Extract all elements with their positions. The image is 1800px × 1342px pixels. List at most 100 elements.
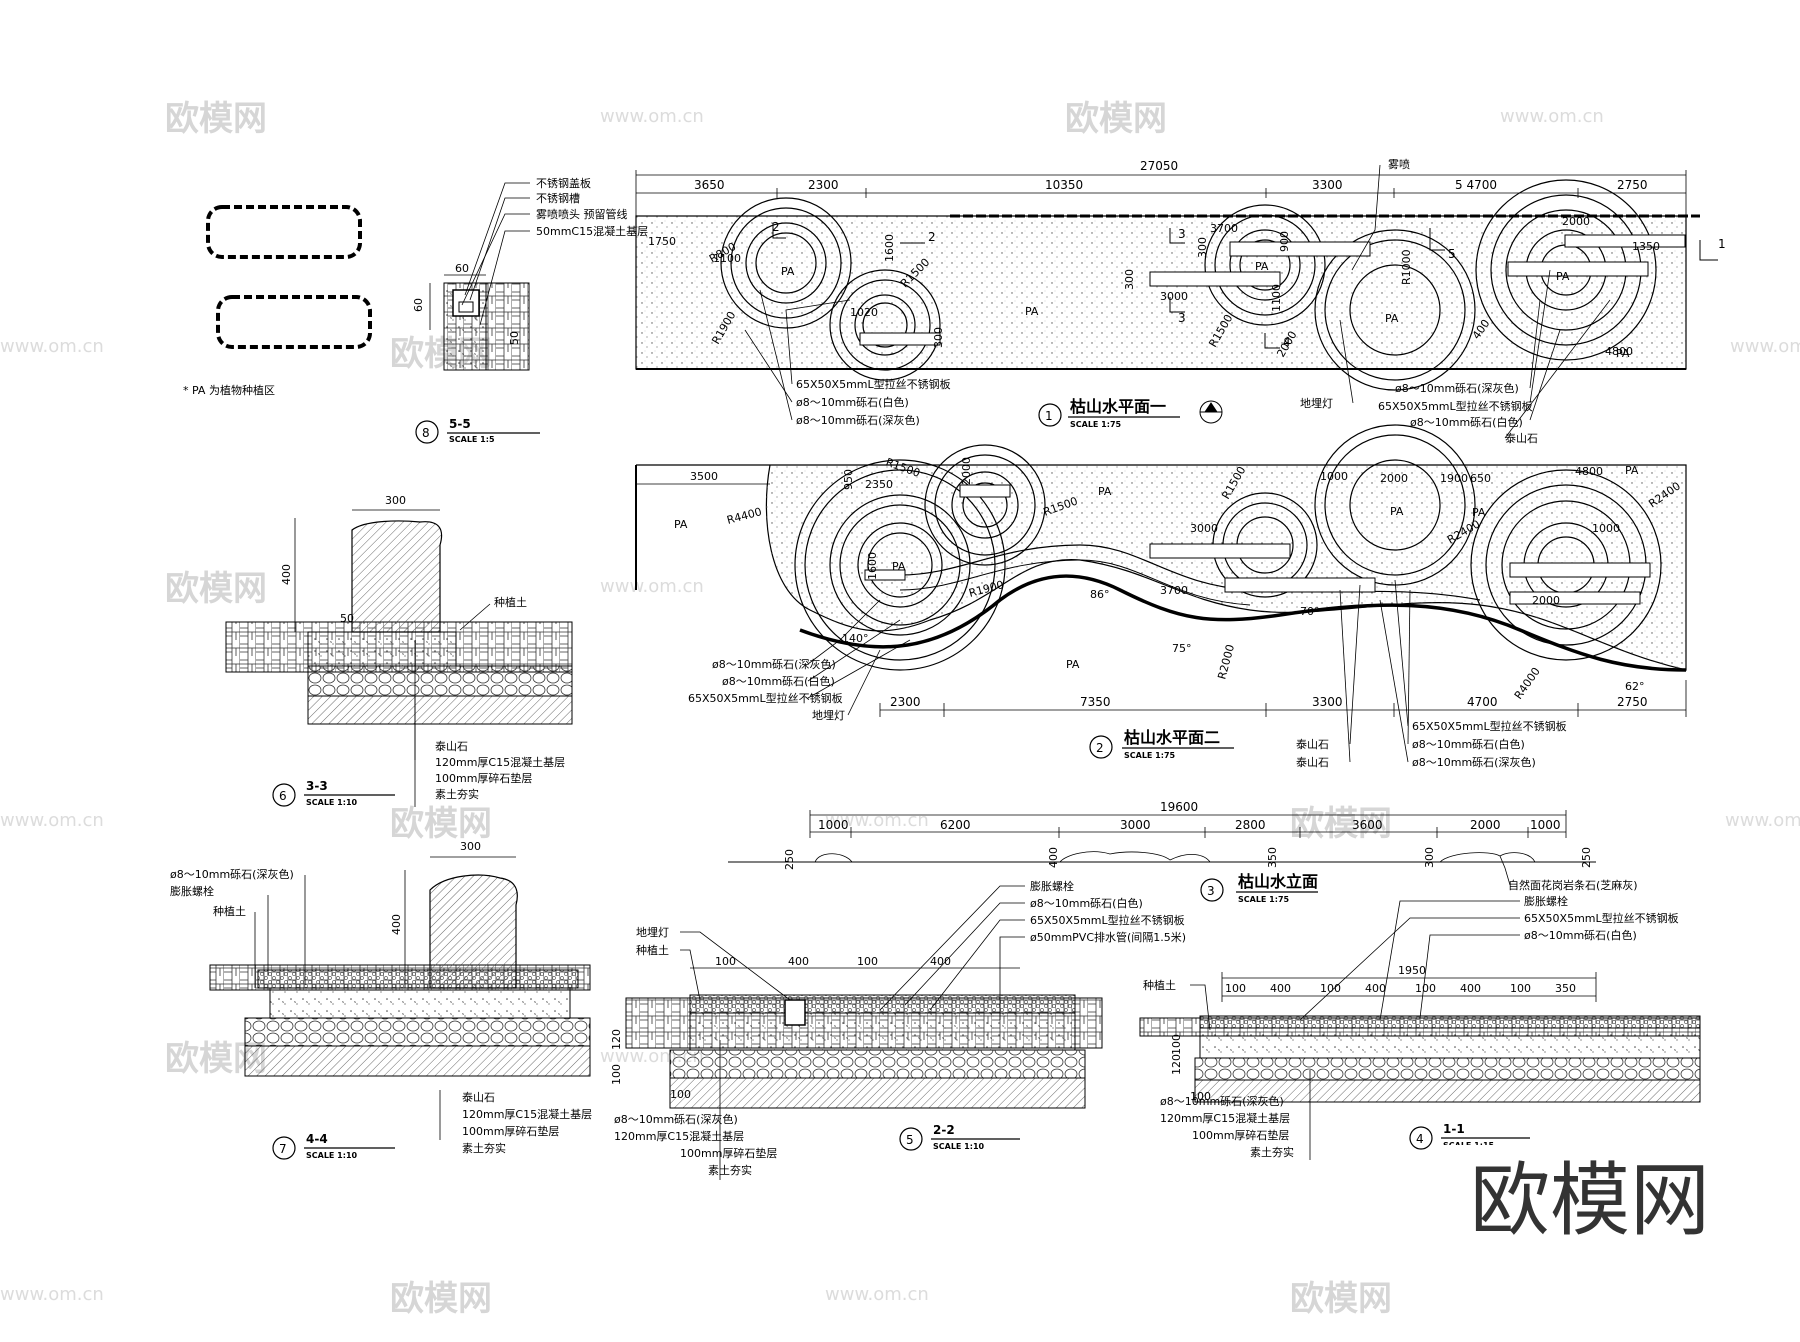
plan1-inner-dim: 900 [1278, 231, 1291, 252]
sec1-dim: 400 [1270, 982, 1291, 995]
sec3-dim: 50 [340, 612, 354, 625]
callout: ø8～10mm砾石(深灰色) [170, 867, 294, 881]
callout: 自然面花岗岩条石(芝麻灰) [1508, 878, 1638, 892]
plan2-inner-dim: 3500 [690, 470, 718, 483]
callout: 地埋灯 [636, 926, 669, 939]
plan1-number: 1 [1045, 409, 1053, 423]
plan2-dim: 7350 [1080, 695, 1111, 709]
callout: 120mm厚C15混凝土基层 [435, 755, 565, 769]
plan1-inner-dim: 300 [1196, 237, 1209, 258]
section-3-3: 300 400 50 种植土 泰山石 120mm厚C15混凝土基层 100mm厚… [225, 494, 573, 807]
callout: 种植土 [636, 943, 669, 957]
plan1-dim: 2750 [1617, 178, 1648, 192]
watermark-text: 欧模网 [1065, 99, 1167, 139]
watermark-text: 欧模网 [165, 569, 267, 609]
plan2-dim: 2750 [1617, 695, 1648, 709]
pa-label: PA [1098, 485, 1112, 498]
callout: 地埋灯 [812, 709, 845, 722]
plan1-inner-dim: 4800 [1605, 345, 1633, 358]
callout: ø8～10mm砾石(白色) [1410, 415, 1523, 429]
plan2-inner-dim: 950 [842, 469, 855, 490]
brand-logo: 欧模网 [1470, 1154, 1710, 1247]
callout: 65X50X5mmL型拉丝不锈钢板 [688, 691, 843, 705]
callout: 50mmC15混凝土基层 [536, 224, 648, 238]
pa-label: PA [1625, 464, 1639, 477]
sec5-number: 8 [422, 426, 430, 440]
callout: 100mm厚碎石垫层 [680, 1146, 777, 1160]
plan2-inner-dim: 70° [1300, 605, 1320, 618]
callout: 种植土 [1143, 978, 1176, 992]
sec1-number: 4 [1416, 1132, 1424, 1146]
plan1-inner-dim: 2000 [1562, 215, 1590, 228]
legend-box-2 [216, 295, 372, 349]
watermark-text: 欧模网 [1290, 1279, 1392, 1319]
plan2-title: 枯山水平面二 [1124, 728, 1220, 747]
plan1-inner-dim: 300 [932, 327, 945, 348]
plan2-inner-dim: 86° [1090, 588, 1110, 601]
section-mark: 3 [1178, 311, 1186, 325]
sec4-scale: SCALE 1:10 [306, 1151, 358, 1160]
watermark-text: 欧模网 [1290, 804, 1392, 844]
callout: 不锈钢槽 [536, 192, 580, 205]
plan1-dim-total: 27050 [1140, 159, 1178, 173]
watermark-url: www.om.cn [600, 106, 704, 127]
plan2-inner-dim: 650 [1470, 472, 1491, 485]
callout: 膨胀螺栓 [170, 884, 214, 898]
watermark-text: 欧模网 [390, 804, 492, 844]
watermark-url: www.om.cn [1500, 106, 1604, 127]
watermark-url: www.om.cn [0, 1284, 104, 1305]
plan2-inner-dim: R2000 [1215, 643, 1237, 681]
plan1-inner-dim: 1350 [1632, 240, 1660, 253]
plan1-inner-dim: 1750 [648, 235, 676, 248]
sec1-dim: 100 [1190, 1090, 1211, 1103]
elevation: 19600 1000 6200 3000 2800 3600 2000 1000… [728, 800, 1638, 904]
pa-label: PA [1390, 505, 1404, 518]
watermark-url: www.om.cn [0, 810, 104, 831]
elev-number: 3 [1207, 884, 1215, 898]
callout: 泰山石 [1505, 431, 1538, 445]
sec2-dim: 400 [930, 955, 951, 968]
elev-dim: 3000 [1120, 818, 1151, 832]
plan1-inner-dim: 1020 [850, 306, 878, 319]
section-mark: 4 [1283, 335, 1291, 349]
sec1-dim: 400 [1460, 982, 1481, 995]
logo-backdrop [1440, 1145, 1710, 1245]
pa-label: PA [781, 265, 795, 278]
sec1-dim-total: 1950 [1398, 964, 1426, 977]
callout: ø8～10mm砾石(白色) [796, 395, 909, 409]
sec3-scale: SCALE 1:10 [306, 798, 358, 807]
callout: ø8～10mm砾石(白色) [722, 674, 835, 688]
sec5-scale: SCALE 1:5 [449, 435, 495, 444]
sec4-number: 7 [279, 1142, 287, 1156]
elev-height: 250 [783, 849, 796, 870]
plan1-inner-dim: 300 [1123, 269, 1136, 290]
sec2-number: 5 [906, 1133, 914, 1147]
callout: 种植土 [494, 595, 527, 609]
callout: 泰山石 [462, 1090, 495, 1104]
watermark-text: 欧模网 [165, 99, 267, 139]
callout: 膨胀螺栓 [1524, 894, 1568, 908]
elev-dim: 2800 [1235, 818, 1266, 832]
callout: ø8～10mm砾石(深灰色) [712, 657, 836, 671]
plan1-inner-dim: R1000 [1400, 249, 1413, 285]
callout: 雾喷 [1388, 158, 1410, 171]
plan2-inner-dim: 75° [1172, 642, 1192, 655]
elev-dim: 1000 [818, 818, 849, 832]
plan1-title: 枯山水平面一 [1070, 397, 1166, 416]
plan2-inner-dim: R4000 [1512, 665, 1543, 702]
plan1-dim: 5 4700 [1455, 178, 1497, 192]
plan1-dim: 3650 [694, 178, 725, 192]
elev-dim-total: 19600 [1160, 800, 1198, 814]
plan2-inner-dim: 4800 [1575, 465, 1603, 478]
sec1-dim: 100 [1415, 982, 1436, 995]
plan2-inner-dim: 1600 [866, 552, 879, 580]
callout: ø8～10mm砾石(深灰色) [796, 413, 920, 427]
callout: 雾喷喷头 预留管线 [536, 207, 628, 221]
plan2-inner-dim: 1000 [1320, 470, 1348, 483]
plan1-inner-dim: 1100 [713, 252, 741, 265]
section-mark: 2 [928, 230, 936, 244]
elev-dim: 3600 [1352, 818, 1383, 832]
sec1-dim: 100 [1225, 982, 1246, 995]
sec3-number: 6 [279, 789, 287, 803]
